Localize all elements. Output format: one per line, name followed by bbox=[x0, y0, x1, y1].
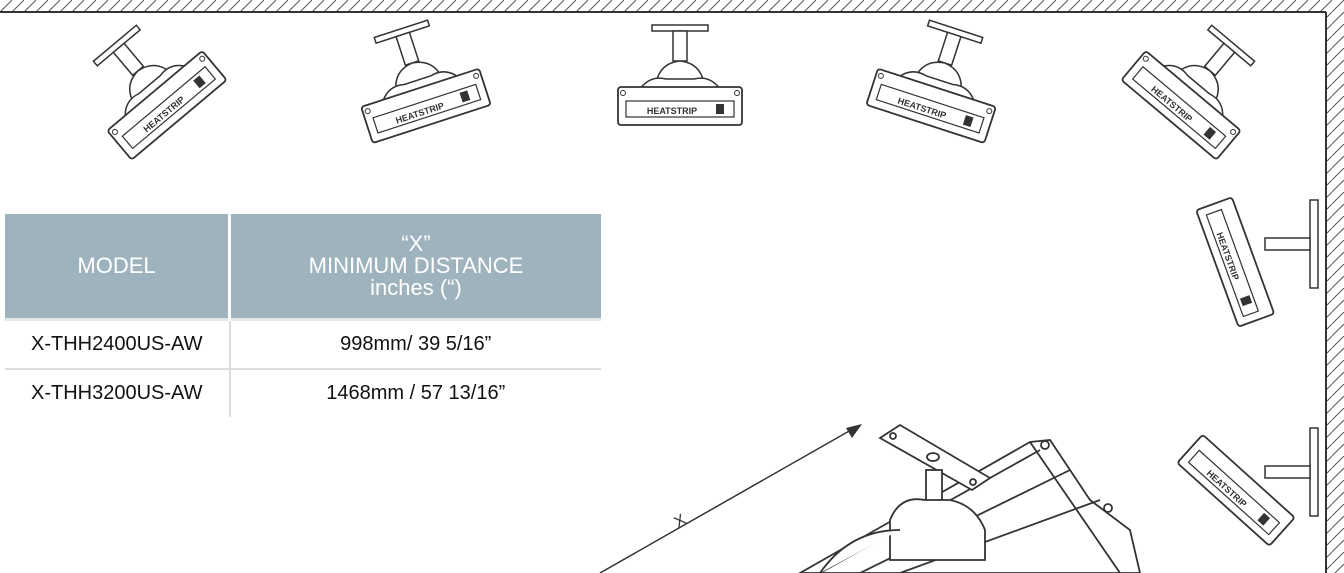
wall-bracket-1 bbox=[1264, 199, 1319, 289]
cell-model: X-THH3200US-AW bbox=[5, 369, 231, 417]
header-distance: “X” MINIMUM DISTANCE inches (“) bbox=[229, 214, 601, 320]
table-header-row: MODEL “X” MINIMUM DISTANCE inches (“) bbox=[5, 214, 601, 320]
wall-bracket-2 bbox=[1264, 427, 1319, 517]
heater-ceiling-4: HEATSTRIP bbox=[865, 8, 1016, 144]
cell-distance: 998mm/ 39 5/16” bbox=[229, 318, 601, 370]
distance-table: MODEL “X” MINIMUM DISTANCE inches (“) X-… bbox=[5, 214, 601, 417]
heater-wall-2: HEATSTRIP bbox=[1177, 434, 1295, 546]
svg-text:HEATSTRIP: HEATSTRIP bbox=[647, 106, 697, 116]
cell-distance: 1468mm / 57 13/16” bbox=[326, 382, 506, 404]
wall bbox=[1326, 0, 1344, 573]
heater-ceiling-5: HEATSTRIP bbox=[1120, 2, 1282, 161]
ceiling bbox=[0, 0, 1326, 12]
table-row: X-THH3200US-AW 1468mm / 57 13/16” bbox=[5, 369, 601, 417]
distance-dimension: X bbox=[599, 424, 862, 573]
distance-label: X bbox=[672, 511, 690, 531]
heater-ceiling-1: HEATSTRIP bbox=[66, 2, 228, 161]
table-row: X-THH2400US-AW 998mm/ 39 5/16” bbox=[5, 318, 601, 370]
heater-ceiling-2: HEATSTRIP bbox=[341, 8, 492, 144]
heater-ceiling-3: HEATSTRIP bbox=[617, 24, 743, 126]
cell-model: X-THH2400US-AW bbox=[5, 318, 231, 370]
header-model: MODEL bbox=[5, 214, 231, 320]
heater-closeup bbox=[798, 423, 1141, 573]
heater-wall-1: HEATSTRIP bbox=[1196, 197, 1275, 327]
